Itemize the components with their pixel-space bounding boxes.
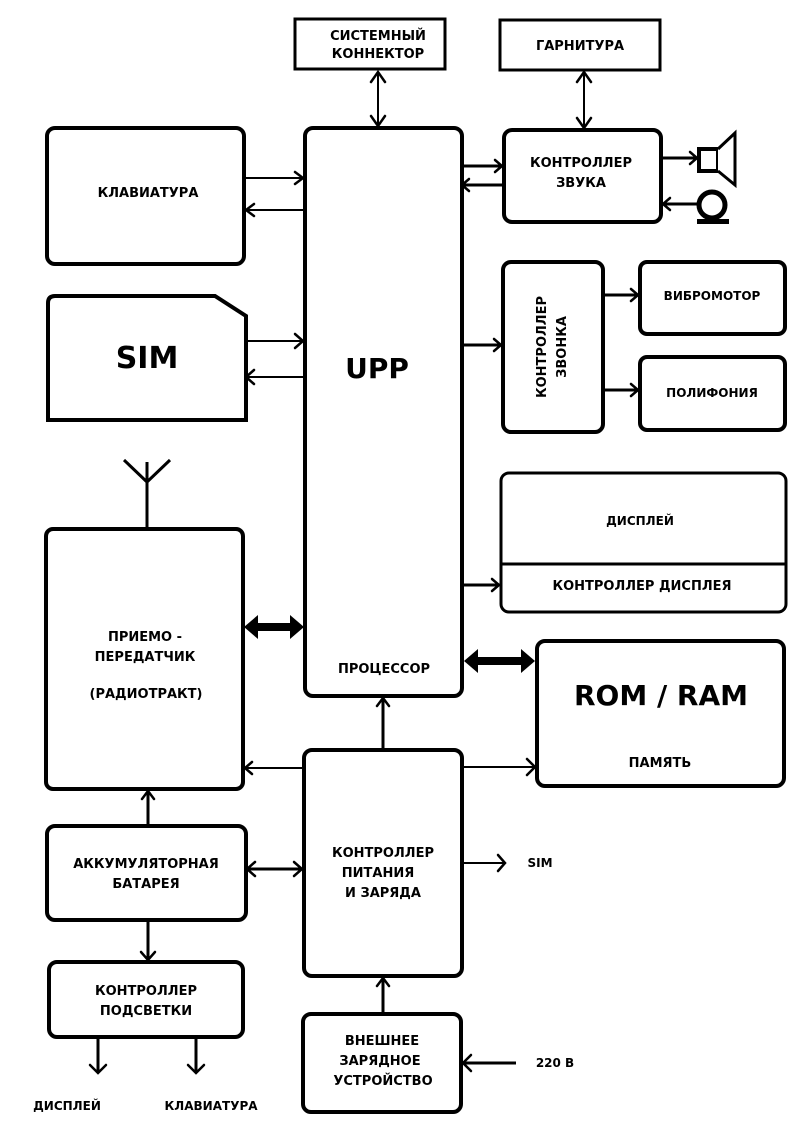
connector-upp-display <box>462 577 501 593</box>
connector-mic-sound <box>661 196 699 212</box>
block-power-controller: КОНТРОЛЛЕР ПИТАНИЯ И ЗАРЯДА <box>302 748 464 978</box>
system-connector-label-2: КОННЕКТОР <box>332 47 424 62</box>
block-vibromotor: ВИБРОМОТОР <box>638 260 787 336</box>
block-battery: АККУМУЛЯТОРНАЯ БАТАРЕЯ <box>45 824 248 922</box>
display-label: ДИСПЛЕЙ <box>606 513 674 528</box>
block-keyboard: КЛАВИАТУРА <box>45 126 246 266</box>
connector-battery-backlight <box>139 920 157 962</box>
power-controller-label-1: КОНТРОЛЛЕР <box>332 846 434 861</box>
connector-power-memory <box>462 757 537 777</box>
memory-label: ПАМЯТЬ <box>629 756 692 771</box>
antenna-icon <box>122 458 172 529</box>
block-ring-controller: КОНТРОЛЛЕР ЗВОНКА <box>501 260 605 434</box>
connector-backlight-keyboard: КЛАВИАТУРА <box>164 1037 258 1113</box>
sound-controller-label-2: ЗВУКА <box>556 176 606 191</box>
connector-headset-sound <box>575 69 593 131</box>
memory-rom-ram-label: ROM / RAM <box>574 679 748 712</box>
ring-controller-label-1: КОНТРОЛЛЕР <box>535 296 550 398</box>
sim-label: SIM <box>116 341 179 376</box>
polyphony-label: ПОЛИФОНИЯ <box>666 386 758 400</box>
microphone-icon <box>696 189 729 224</box>
bus-transceiver-upp <box>244 615 304 639</box>
block-display: ДИСПЛЕЙ КОНТРОЛЛЕР ДИСПЛЕЯ <box>499 471 788 614</box>
vibromotor-label: ВИБРОМОТОР <box>664 289 761 303</box>
connector-sim-upp <box>244 332 305 386</box>
transceiver-label-2: ПЕРЕДАТЧИК <box>95 650 196 665</box>
sound-controller-label-1: КОНТРОЛЛЕР <box>530 156 632 171</box>
backlight-controller-label-1: КОНТРОЛЛЕР <box>95 984 197 999</box>
transceiver-label-3: (РАДИОТРАКТ) <box>90 687 203 702</box>
block-system-connector: СИСТЕМНЫЙ КОННЕКТОР <box>293 17 447 71</box>
block-upp-processor: UPP ПРОЦЕССОР <box>303 126 464 698</box>
connector-sound-speaker <box>661 150 699 166</box>
backlight-display-label: ДИСПЛЕЙ <box>33 1098 101 1113</box>
ring-controller-label-2: ЗВОНКА <box>555 316 570 378</box>
connector-upp-ring <box>462 337 503 353</box>
headset-label: ГАРНИТУРА <box>536 39 624 54</box>
external-charger-label-3: УСТРОЙСТВО <box>333 1073 432 1089</box>
battery-label-2: БАТАРЕЯ <box>112 877 179 892</box>
connector-power-transceiver <box>243 760 304 776</box>
keyboard-label: КЛАВИАТУРА <box>98 186 199 201</box>
connector-system-upp <box>369 69 387 129</box>
battery-label-1: АККУМУЛЯТОРНАЯ <box>73 857 219 872</box>
connector-backlight-display: ДИСПЛЕЙ <box>33 1037 108 1113</box>
connector-power-sim: SIM <box>462 853 553 873</box>
block-backlight-controller: КОНТРОЛЛЕР ПОДСВЕТКИ <box>47 960 245 1039</box>
connector-battery-power <box>245 860 304 878</box>
backlight-controller-label-2: ПОДСВЕТКИ <box>100 1004 192 1019</box>
block-sim: SIM <box>46 294 248 422</box>
power-controller-label-3: И ЗАРЯДА <box>345 886 421 901</box>
connector-upp-sound <box>460 158 504 193</box>
sim-output-label: SIM <box>527 856 552 870</box>
power-controller-label-2: ПИТАНИЯ <box>342 866 414 881</box>
upp-label: UPP <box>345 352 409 385</box>
bus-upp-memory <box>464 649 535 673</box>
connector-power-upp <box>375 695 391 750</box>
processor-label: ПРОЦЕССОР <box>338 662 430 677</box>
mains-voltage-label: 220 В <box>536 1056 574 1070</box>
block-external-charger: ВНЕШНЕЕ ЗАРЯДНОЕ УСТРОЙСТВО <box>301 1012 463 1114</box>
speaker-icon <box>697 129 737 189</box>
external-charger-label-2: ЗАРЯДНОЕ <box>339 1054 420 1069</box>
system-connector-label-1: СИСТЕМНЫЙ <box>330 28 426 44</box>
block-polyphony: ПОЛИФОНИЯ <box>638 355 787 432</box>
block-headset: ГАРНИТУРА <box>498 18 662 72</box>
block-memory: ROM / RAM ПАМЯТЬ <box>535 639 786 788</box>
connector-ring-polyphony <box>603 382 640 398</box>
external-charger-label-1: ВНЕШНЕЕ <box>345 1034 419 1049</box>
block-sound-controller: КОНТРОЛЛЕР ЗВУКА <box>502 128 663 224</box>
block-transceiver: ПРИЕМО - ПЕРЕДАТЧИК (РАДИОТРАКТ) <box>44 527 245 791</box>
connector-ring-vibromotor <box>603 287 640 303</box>
transceiver-label-1: ПРИЕМО - <box>108 630 182 645</box>
connector-mains-charger: 220 В <box>461 1053 574 1073</box>
backlight-keyboard-label: КЛАВИАТУРА <box>164 1099 258 1113</box>
display-controller-label: КОНТРОЛЛЕР ДИСПЛЕЯ <box>552 579 731 594</box>
connector-keyboard-upp <box>243 170 306 218</box>
connector-charger-power <box>375 975 391 1014</box>
connector-battery-transceiver <box>140 788 156 826</box>
